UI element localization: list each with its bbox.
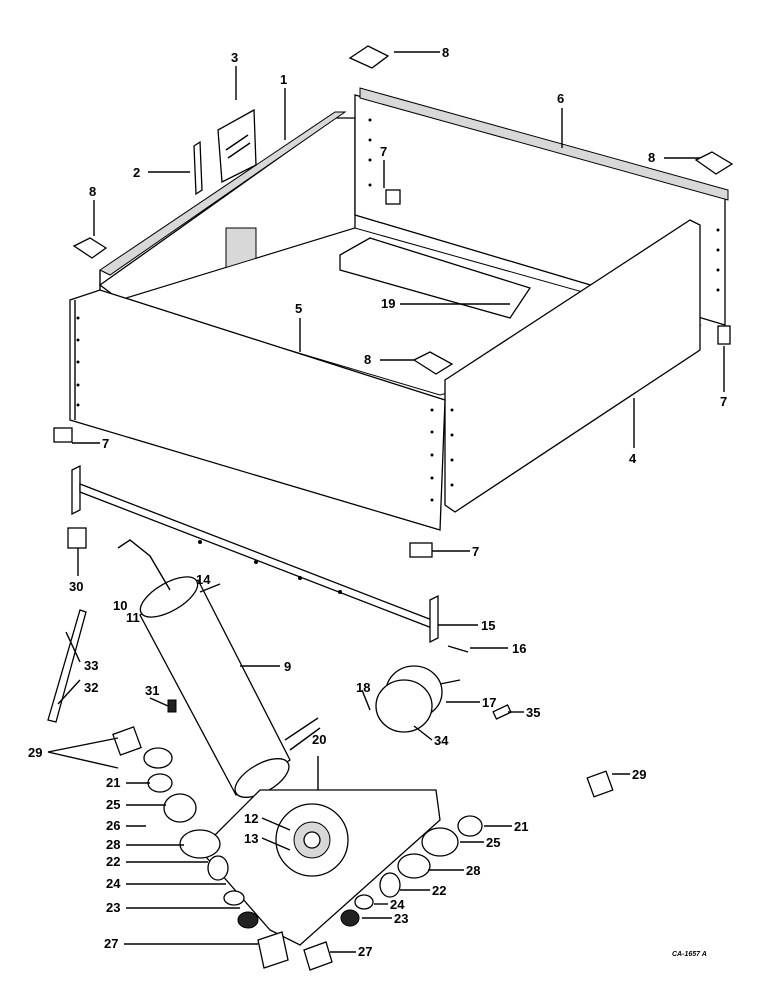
strip-part-2: [193, 140, 203, 196]
callout-19: 19: [381, 296, 395, 311]
callout-24-left: 24: [106, 876, 121, 891]
front-panel: [69, 289, 446, 531]
callout-27-right: 27: [358, 944, 372, 959]
plate-30: [67, 527, 87, 549]
cross-bar: [71, 464, 439, 644]
callout-15: 15: [481, 618, 495, 633]
callout-4: 4: [629, 451, 637, 466]
callout-6: 6: [557, 91, 564, 106]
callout-12: 12: [244, 811, 258, 826]
corner-brackets: [53, 45, 734, 558]
bracket-7-front: [409, 542, 433, 558]
spout-housing: [139, 576, 321, 798]
callout-14: 14: [196, 572, 211, 587]
callout-29-left: 29: [28, 745, 42, 760]
bracket-8-right: [694, 151, 734, 175]
rod-32: [47, 609, 87, 723]
callout-23-left: 23: [106, 900, 120, 915]
callout-22-left: 22: [106, 854, 120, 869]
callout-8-top: 8: [442, 45, 449, 60]
callout-22-right: 22: [432, 883, 446, 898]
bracket-7-left: [53, 427, 73, 443]
bracket-8-top: [348, 45, 390, 69]
right-side-panel: [444, 219, 701, 513]
bracket-7-right: [717, 325, 731, 345]
callout-23-right: 23: [394, 911, 408, 926]
leader-lines: [47, 51, 725, 953]
callout-29-right: 29: [632, 767, 646, 782]
callout-25-left: 25: [106, 797, 120, 812]
callout-3: 3: [231, 50, 238, 65]
callout-33: 33: [84, 658, 98, 673]
callout-21-right: 21: [514, 819, 528, 834]
figure-code: CA-1657 A: [672, 951, 707, 958]
callout-31: 31: [145, 683, 159, 698]
callout-10: 10: [113, 598, 127, 613]
callout-16: 16: [512, 641, 526, 656]
callout-27-left: 27: [104, 936, 118, 951]
callout-20: 20: [312, 732, 326, 747]
callout-26: 26: [106, 818, 120, 833]
callout-9: 9: [284, 659, 291, 674]
callout-7-back: 7: [380, 144, 387, 159]
callout-17: 17: [482, 695, 496, 710]
callout-7-left: 7: [102, 436, 109, 451]
callout-7-front: 7: [472, 544, 479, 559]
callout-8-left: 8: [89, 184, 96, 199]
callout-8-right: 8: [648, 150, 655, 165]
callout-18: 18: [356, 680, 370, 695]
callout-1: 1: [280, 72, 287, 87]
callout-5: 5: [295, 301, 302, 316]
hopper-box: [69, 87, 729, 531]
bracket-8-left: [72, 237, 108, 259]
callout-8-center: 8: [364, 352, 371, 367]
callout-28-right: 28: [466, 863, 480, 878]
callout-34: 34: [434, 733, 449, 748]
left-bearing-stack: [112, 726, 289, 969]
bracket-7-back: [385, 189, 401, 205]
callout-21-left: 21: [106, 775, 120, 790]
pin-35: [492, 704, 512, 720]
callout-7-right: 7: [720, 394, 727, 409]
gearbox-assembly: [199, 789, 441, 946]
callout-28-left: 28: [106, 837, 120, 852]
callout-13: 13: [244, 831, 258, 846]
right-bearing-stack: [303, 770, 614, 971]
bracket-8-center: [412, 351, 454, 375]
callout-25-right: 25: [486, 835, 500, 850]
callout-35: 35: [526, 705, 540, 720]
arm-10: [117, 539, 171, 591]
part-31: [167, 699, 177, 713]
decal-part-3: [217, 108, 257, 184]
bolt-16: [447, 645, 469, 653]
callout-32: 32: [84, 680, 98, 695]
callout-30: 30: [69, 579, 83, 594]
callout-labels: 3 1 2 8 8 6 8 7 7 8 5 19 4 7 7 30 14 10 …: [28, 45, 727, 959]
callout-11: 11: [126, 610, 140, 625]
callout-24-right: 24: [390, 897, 405, 912]
callout-2: 2: [133, 165, 140, 180]
floor-plate: [339, 237, 532, 319]
